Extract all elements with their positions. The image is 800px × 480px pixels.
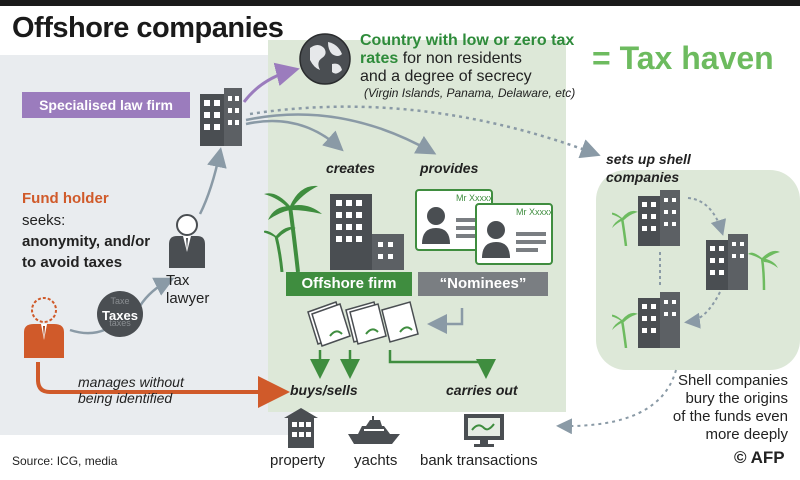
shell-companies-text: Shell companies bury the origins of the … [648,372,788,444]
page-title: Offshore companies [12,12,284,44]
seeks-line-3: to avoid taxes [22,254,123,271]
offshore-building-icon [330,194,404,270]
carries-out-label: carries out [446,382,518,398]
shell-company-3-icon [612,292,680,348]
building-icon [200,88,242,146]
source-label: Source: ICG, media [12,454,118,468]
palm-tree-icon [264,185,322,272]
shell-text-line-2: bury the origins [685,390,788,407]
id-card-icon [415,189,553,265]
creates-label: creates [326,160,376,176]
nominee-card-2-text: Mr Xxxxx [516,207,553,217]
country-rates: rates [360,50,399,67]
country-line-2: rates for non residents [360,50,522,68]
tax-lawyer-label: Tax lawyer [166,272,209,308]
yachts-label: yachts [354,452,398,469]
sets-up-label: sets up shell companies [606,150,691,186]
seeks-line-2: anonymity, and/or [22,233,151,250]
tax-lawyer-line-2: lawyer [166,290,210,307]
taxes-label: Taxes [102,308,138,323]
globe-icon [299,33,351,85]
house-icon [284,408,318,448]
nominee-card-1-text: Mr Xxxxx [456,193,493,203]
property-label: property [270,452,326,469]
country-examples: (Virgin Islands, Panama, Delaware, etc) [364,86,576,100]
tax-lawyer-line-1: Tax [166,272,190,289]
lawyer-icon [169,214,205,268]
shell-company-1-icon [612,190,680,246]
buys-sells-label: buys/sells [290,382,358,398]
country-non-residents: for non residents [398,50,522,67]
offshore-firm-label: Offshore firm [286,272,412,296]
bank-transactions-label: bank transactions [420,452,538,469]
country-line-1: Country with low or zero tax [360,32,575,49]
fund-holder-seeks: seeks: anonymity, and/or to avoid taxes [22,210,150,273]
sets-up-line-1: sets up shell [606,151,691,167]
tax-haven-label: = Tax haven [592,40,774,76]
nominees-label: “Nominees” [418,272,548,296]
country-line-3: and a degree of secrecy [360,68,532,85]
svg-text:Taxe: Taxe [110,296,129,306]
computer-icon [464,414,504,447]
shell-text-line-4: more deeply [705,426,788,443]
manages-line-1: manages without [78,374,184,390]
law-firm-label: Specialised law firm [22,92,190,118]
svg-text:taxes: taxes [109,318,131,328]
fund-holder-title: Fund holder [22,190,109,207]
shell-company-2-icon [706,234,780,290]
person-icon [24,297,64,358]
manages-label: manages without being identified [78,374,184,406]
seeks-line-1: seeks: [22,212,66,229]
yacht-icon [348,416,400,444]
taxes-icon: Taxe taxes [97,291,143,337]
afp-credit: © AFP [734,448,785,467]
shell-text-line-1: Shell companies [677,372,788,389]
top-bar [0,0,800,6]
manages-line-2: being identified [78,390,173,406]
provides-label: provides [420,160,479,176]
shell-text-line-3: of the funds even [672,408,788,425]
sets-up-line-2: companies [606,169,680,185]
shell-companies-panel [596,170,800,370]
documents-icon [307,301,419,347]
